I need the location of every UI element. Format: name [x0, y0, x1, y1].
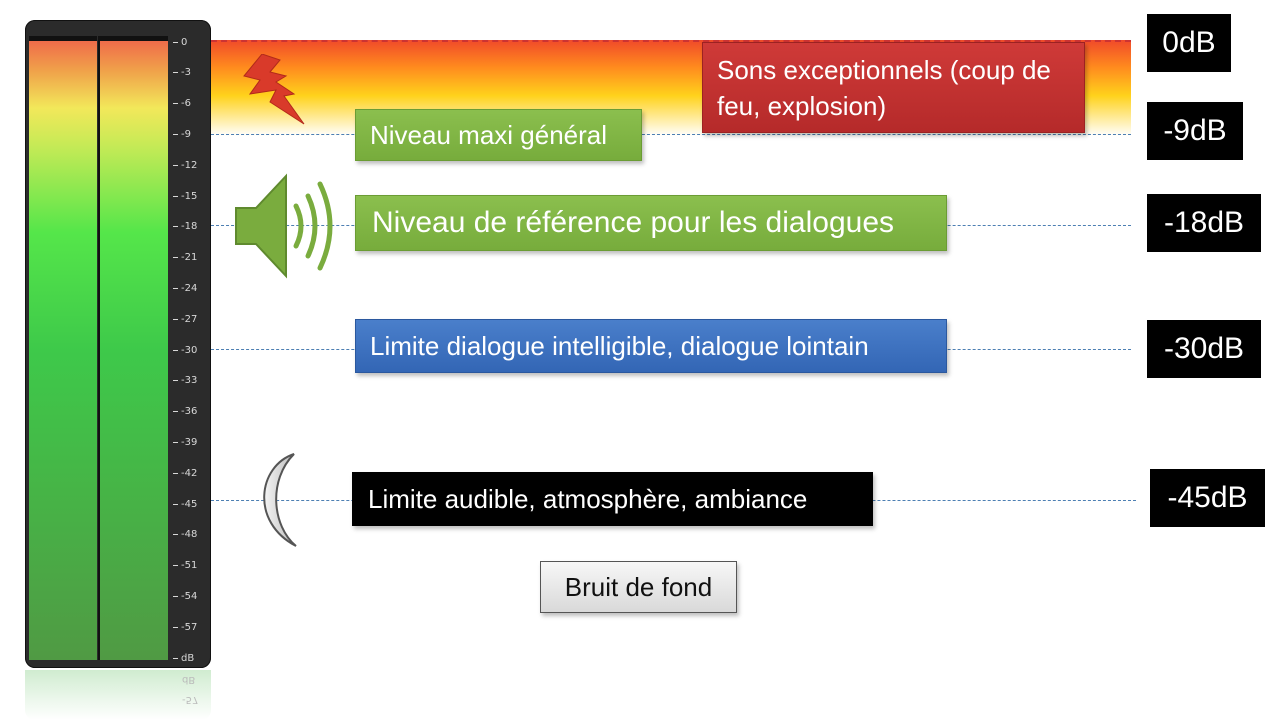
zero-db-line	[211, 40, 1131, 42]
exceptional-sounds-label: Sons exceptionnels (coup de feu, explosi…	[702, 42, 1085, 133]
db-level-30: -30dB	[1147, 320, 1261, 378]
meter-scale-tick: -36	[173, 406, 211, 418]
meter-scale: 0 -3 -6 -9 -12 -15 -18 -21 -24 -27 -30 -33 -36 -39 -42…	[173, 20, 211, 668]
meter-scale-tick: -51	[173, 560, 211, 572]
moon-icon	[263, 453, 297, 547]
db-level-0: 0dB	[1147, 14, 1231, 72]
audible-limit-label: Limite audible, atmosphère, ambiance	[352, 472, 873, 526]
db-level-18-text: -18dB	[1163, 206, 1245, 239]
meter-scale-tick: dB	[173, 652, 211, 664]
lightning-icon	[243, 54, 305, 125]
meter-scale-tick: -45	[173, 498, 211, 510]
intelligible-limit-text: Limite dialogue intelligible, dialogue l…	[370, 330, 869, 361]
db-level-9: -9dB	[1147, 102, 1243, 160]
meter-scale-tick: -27	[173, 313, 211, 325]
meter-scale-tick: -9	[173, 128, 211, 140]
db-level-18: -18dB	[1147, 194, 1261, 252]
reflection-label: -57	[182, 694, 199, 705]
meter-peak-bar-right	[100, 36, 168, 41]
intelligible-limit-label: Limite dialogue intelligible, dialogue l…	[355, 319, 947, 373]
background-noise-label: Bruit de fond	[540, 561, 737, 613]
meter-scale-tick: -24	[173, 282, 211, 294]
meter-scale-tick: 0	[173, 36, 211, 48]
db-level-45-text: -45dB	[1167, 481, 1248, 514]
reflection-label: dB	[182, 674, 196, 685]
meter-channel-left	[29, 40, 97, 660]
meter-scale-tick: -42	[173, 467, 211, 479]
meter-scale-tick: -18	[173, 221, 211, 233]
meter-scale-tick: -48	[173, 529, 211, 541]
dialogue-reference-label: Niveau de référence pour les dialogues	[355, 195, 947, 251]
dialogue-reference-text: Niveau de référence pour les dialogues	[372, 206, 894, 239]
db-level-0-text: 0dB	[1162, 26, 1216, 59]
meter-scale-tick: -21	[173, 252, 211, 264]
speaker-icon	[235, 173, 333, 279]
background-noise-text: Bruit de fond	[564, 571, 713, 602]
exceptional-sounds-text: Sons exceptionnels (coup de feu, explosi…	[717, 54, 1051, 121]
meter-scale-tick: -6	[173, 98, 211, 110]
audible-limit-text: Limite audible, atmosphère, ambiance	[368, 483, 808, 514]
meter-divider	[98, 36, 100, 660]
meter-scale-tick: -15	[173, 190, 211, 202]
meter-scale-tick: -12	[173, 159, 211, 171]
meter-scale-tick: -3	[173, 67, 211, 79]
meter-scale-tick: -39	[173, 436, 211, 448]
db-level-30-text: -30dB	[1163, 332, 1245, 365]
meter-scale-tick: -54	[173, 590, 211, 602]
guide-line-9db	[211, 134, 1131, 135]
max-level-label: Niveau maxi général	[355, 109, 642, 161]
meter-scale-tick: -57	[173, 621, 211, 633]
db-level-9-text: -9dB	[1163, 114, 1227, 147]
meter-peak-bar-left	[29, 36, 97, 41]
max-level-text: Niveau maxi général	[370, 119, 608, 150]
meter-scale-tick: -30	[173, 344, 211, 356]
meter-channel-right	[100, 40, 168, 660]
db-level-45: -45dB	[1150, 469, 1265, 527]
meter-scale-tick: -33	[173, 375, 211, 387]
meter-reflection: dB -57	[25, 670, 211, 720]
vu-meter: 0 -3 -6 -9 -12 -15 -18 -21 -24 -27 -30 -33 -36 -39 -42…	[25, 20, 211, 668]
